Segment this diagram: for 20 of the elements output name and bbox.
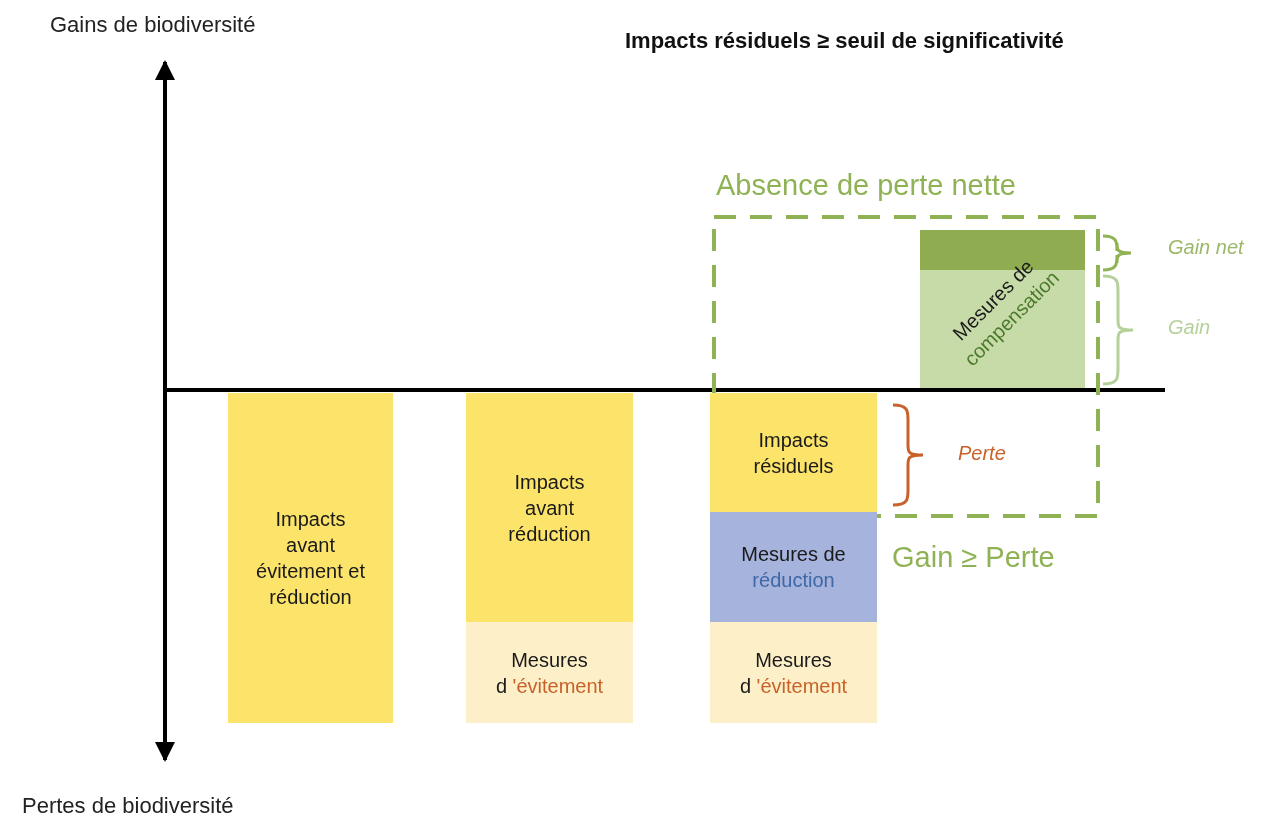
residual-impact-bar [710, 393, 877, 512]
impact-bar [228, 393, 393, 723]
bar-label: Mesures d 'évitement [494, 647, 605, 699]
bar-label: Mesures d 'évitement [738, 647, 849, 699]
compensation-bar [920, 230, 1085, 388]
impact-bar [466, 393, 633, 622]
brace-label: Perte [958, 442, 1006, 465]
bar-label: Mesures de réduction [741, 542, 846, 593]
reduction-bar [710, 512, 877, 622]
title: Impacts résiduels ≥ seuil de significativité [625, 28, 1064, 54]
brace-label: Gain [1168, 316, 1211, 339]
bar-label: Impacts avant réduction [507, 469, 592, 547]
avoidance-bar [710, 622, 877, 723]
axis-label: Gains de biodiversité [50, 12, 256, 38]
brace-label: Gain net [1168, 236, 1244, 259]
bar-label: Impacts avant évitement et réduction [255, 507, 366, 610]
axis-label: Pertes de biodiversité [22, 793, 234, 819]
avoidance-bar [466, 622, 633, 723]
comparison-label: Gain ≥ Perte [892, 541, 1055, 574]
bar-label: Impacts résiduels [752, 427, 835, 479]
